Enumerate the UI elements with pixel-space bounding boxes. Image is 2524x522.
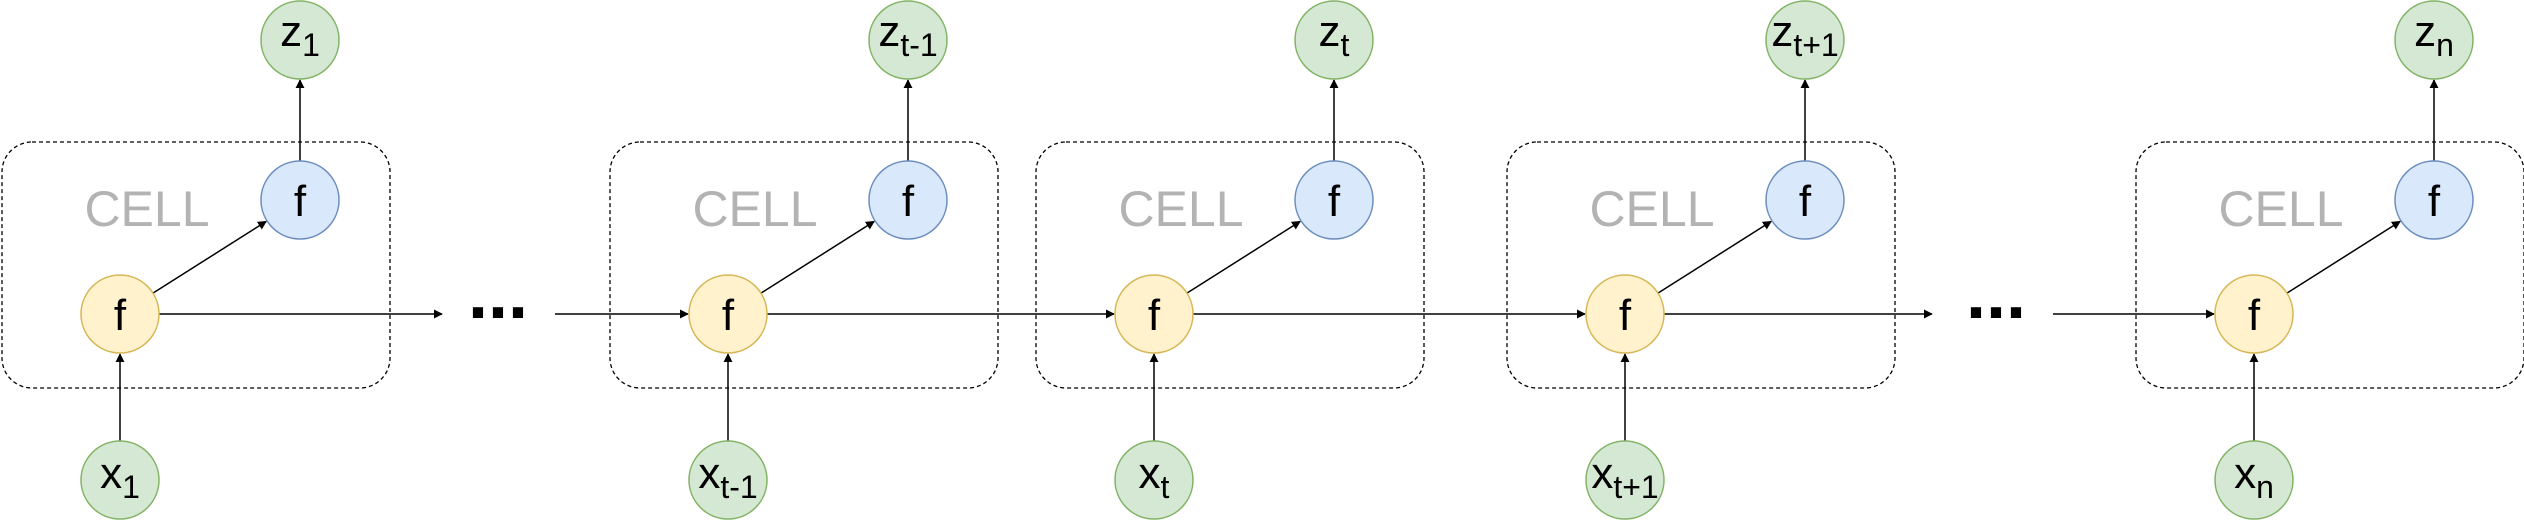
output-label-subscript: t+1: [1793, 27, 1838, 63]
input-label-subscript: t: [1161, 469, 1170, 505]
ellipsis: ...: [1966, 254, 2026, 334]
output-gate-node: [868, 160, 948, 240]
input-node: [1114, 440, 1194, 520]
output-label-subscript: t-1: [900, 27, 937, 63]
cell-container: [1506, 141, 1896, 389]
output-label-base: z: [878, 7, 900, 56]
cell-label: CELL: [1118, 181, 1243, 237]
hidden-gate-node: [80, 274, 160, 354]
input-label-subscript: n: [2256, 469, 2274, 505]
output-node: [868, 0, 948, 80]
output-label: zn: [2414, 7, 2454, 63]
cell-label: CELL: [692, 181, 817, 237]
output-label: zt+1: [1771, 7, 1838, 63]
gate-to-output-gate-arrow: [2286, 220, 2401, 294]
cell-label: CELL: [1589, 181, 1714, 237]
input-label-base: x: [698, 449, 720, 498]
output-label: zt-1: [878, 7, 937, 63]
output-gate-label: f: [1799, 177, 1812, 226]
output-node: [1765, 0, 1845, 80]
cell-label: CELL: [84, 181, 209, 237]
output-node: [2394, 0, 2474, 80]
output-gate-node: [260, 160, 340, 240]
input-label-subscript: t+1: [1613, 469, 1658, 505]
output-label-subscript: 1: [302, 27, 320, 63]
gate-to-output-gate-arrow: [760, 220, 875, 294]
ellipsis-layer: ......: [468, 254, 2026, 334]
output-label: z1: [280, 7, 320, 63]
cell-label: CELL: [2218, 181, 2343, 237]
output-gate-node: [2394, 160, 2474, 240]
output-node: [260, 0, 340, 80]
output-label-base: z: [1319, 7, 1341, 56]
cell-container: [609, 141, 999, 389]
input-node: [1585, 440, 1665, 520]
hidden-gate-label: f: [1148, 291, 1161, 340]
hidden-gate-node: [688, 274, 768, 354]
input-label: xt-1: [698, 449, 757, 505]
hidden-gate-node: [2214, 274, 2294, 354]
output-gate-label: f: [2428, 177, 2441, 226]
gate-to-output-gate-arrow: [152, 220, 267, 294]
input-label: xt+1: [1591, 449, 1658, 505]
input-label: x1: [100, 449, 140, 505]
input-label-base: x: [1139, 449, 1161, 498]
input-label-subscript: t-1: [720, 469, 757, 505]
hidden-gate-node: [1585, 274, 1665, 354]
hidden-gate-node: [1114, 274, 1194, 354]
cell-container: [1035, 141, 1425, 389]
output-label-subscript: t: [1341, 27, 1350, 63]
input-node: [688, 440, 768, 520]
gate-to-output-gate-arrow: [1657, 220, 1772, 294]
output-label-subscript: n: [2436, 27, 2454, 63]
hidden-gate-label: f: [722, 291, 735, 340]
input-label-base: x: [100, 449, 122, 498]
input-node: [80, 440, 160, 520]
input-label: xt: [1139, 449, 1170, 505]
hidden-gate-label: f: [114, 291, 127, 340]
input-label-subscript: 1: [122, 469, 140, 505]
cell-container: [1, 141, 391, 389]
output-gate-node: [1294, 160, 1374, 240]
output-gate-label: f: [294, 177, 307, 226]
gate-to-output-gate-arrow: [1186, 220, 1301, 294]
hidden-gate-label: f: [1619, 291, 1632, 340]
input-label: xn: [2234, 449, 2274, 505]
output-label: zt: [1319, 7, 1350, 63]
output-label-base: z: [2414, 7, 2436, 56]
ellipsis: ...: [468, 254, 528, 334]
hidden-gate-label: f: [2248, 291, 2261, 340]
input-label-base: x: [2234, 449, 2256, 498]
output-node: [1294, 0, 1374, 80]
cell-container: [2135, 141, 2524, 389]
edges-layer: [115, 79, 2439, 441]
input-node: [2214, 440, 2294, 520]
output-gate-label: f: [1328, 177, 1341, 226]
output-label-base: z: [1771, 7, 1793, 56]
output-gate-node: [1765, 160, 1845, 240]
output-label-base: z: [280, 7, 302, 56]
input-label-base: x: [1591, 449, 1613, 498]
output-gate-label: f: [902, 177, 915, 226]
